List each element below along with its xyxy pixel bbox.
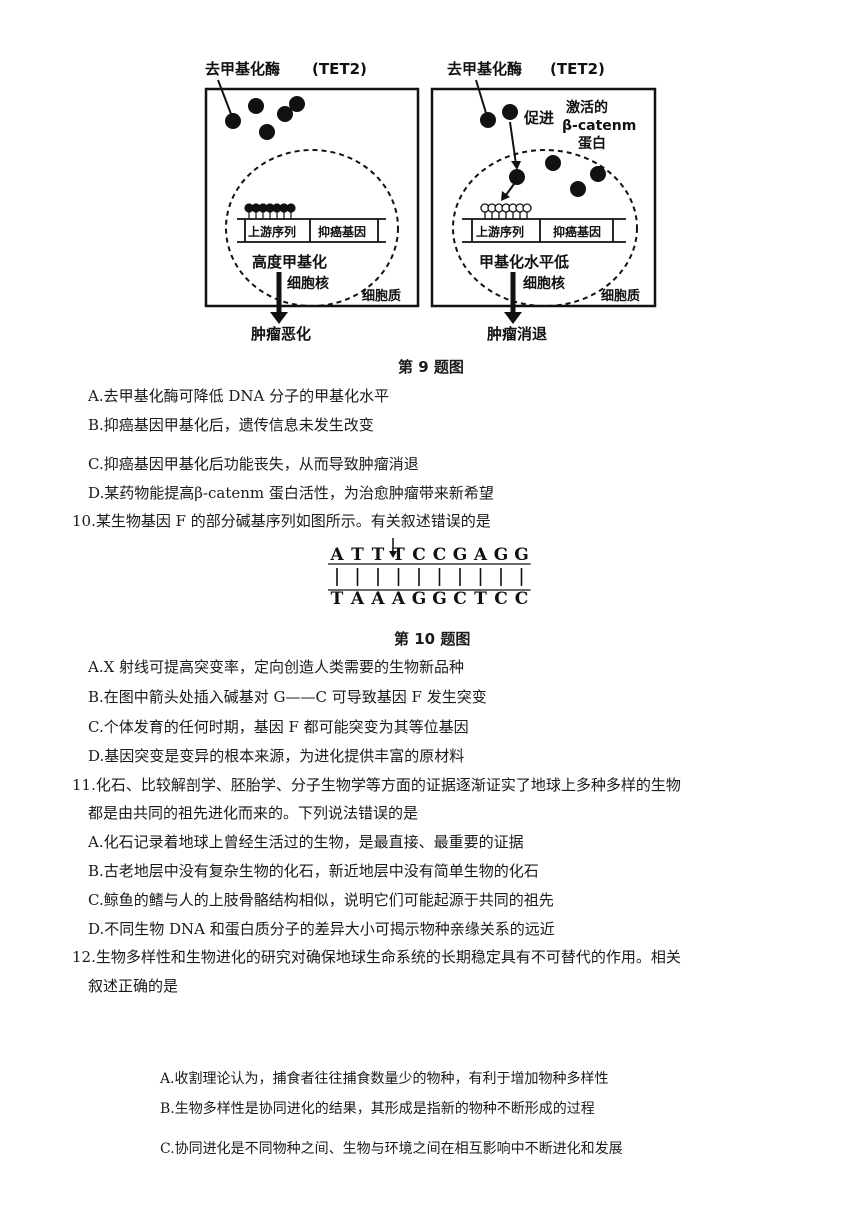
left-enzyme-pointer xyxy=(217,79,232,115)
top-base: T xyxy=(392,545,405,565)
q10-option-b: B.在图中箭头处插入碱基对 G——C 可导致基因 F 发生突变 xyxy=(88,688,487,706)
right-outcome-label: 肿瘤消退 xyxy=(487,325,547,343)
right-activated-line2: β-catenm xyxy=(562,118,636,134)
bottom-base: A xyxy=(370,589,385,609)
left-gene-label: 抑癌基因 xyxy=(318,224,366,239)
left-outcome-label: 肿瘤恶化 xyxy=(251,325,311,343)
figure-9-left-panel: 去甲基化酶 (TET2) 上游序列 抑癌基因 高度甲基化 细胞核 细胞质 xyxy=(204,60,420,343)
right-promote-label: 促进 xyxy=(523,109,554,127)
bottom-base: G xyxy=(412,589,427,609)
top-base: T xyxy=(351,545,364,565)
right-enzyme-pointer xyxy=(475,79,487,114)
left-enzyme-dot xyxy=(289,96,305,112)
q11-option-c: C.鲸鱼的鳍与人的上肢骨骼结构相似，说明它们可能起源于共同的祖先 xyxy=(88,891,554,909)
q12-option-b: B.生物多样性是协同进化的结果，其形成是指新的物种不断形成的过程 xyxy=(160,1101,595,1117)
left-status-label: 高度甲基化 xyxy=(252,253,327,271)
left-enzyme-dot xyxy=(259,124,275,140)
q11-option-b: B.古老地层中没有复杂生物的化石，新近地层中没有简单生物的化石 xyxy=(88,862,539,880)
q12-option-c: C.协同进化是不同物种之间、生物与环境之间在相互影响中不断进化和发展 xyxy=(160,1141,623,1157)
left-upstream-label: 上游序列 xyxy=(248,224,296,239)
bottom-base: C xyxy=(515,589,529,609)
left-methyl-groups xyxy=(244,203,296,219)
right-gene-label: 抑癌基因 xyxy=(553,224,601,239)
right-cytoplasm-label: 细胞质 xyxy=(601,288,640,304)
q11-stem-line2: 都是由共同的祖先进化而来的。下列说法错误的是 xyxy=(88,804,419,822)
bottom-base: A xyxy=(350,589,365,609)
q11-option-a: A.化石记录着地球上曾经生活过的生物，是最直接、最重要的证据 xyxy=(88,833,524,851)
figure-9-right-panel: 去甲基化酶 (TET2) 促进 激活的 β-catenm 蛋白 上游序列 抑癌基… xyxy=(430,60,657,343)
bottom-base: T xyxy=(331,589,344,609)
insertion-arrowhead xyxy=(389,551,397,558)
right-promote-arrow xyxy=(509,121,517,165)
top-base: C xyxy=(412,545,426,565)
q10-stem: 10.某生物基因 F 的部分碱基序列如图所示。有关叙述错误的是 xyxy=(72,512,491,530)
q12-stem-line2: 叙述正确的是 xyxy=(88,977,179,995)
left-nucleus-label: 细胞核 xyxy=(287,275,329,292)
right-status-label: 甲基化水平低 xyxy=(479,253,569,271)
left-outcome-arrowhead xyxy=(270,312,288,324)
right-enzyme-dot xyxy=(545,155,561,171)
q9-option-b: B.抑癌基因甲基化后，遗传信息未发生改变 xyxy=(88,416,374,434)
q12-option-a: A.收割理论认为，捕食者往往捕食数量少的物种，有利于增加物种多样性 xyxy=(160,1071,609,1087)
left-nucleus xyxy=(225,149,399,307)
left-enzyme-dot xyxy=(248,98,264,114)
q12-stem-line1: 12.生物多样性和生物进化的研究对确保地球生命系统的长期稳定具有不可替代的作用。… xyxy=(72,948,681,966)
right-enzyme-dot xyxy=(570,181,586,197)
right-bind-arrow xyxy=(505,183,515,196)
figure-10-caption: 第 10 题图 xyxy=(394,630,471,648)
right-nucleus xyxy=(452,149,638,307)
top-base: C xyxy=(433,545,447,565)
right-enzyme-dot xyxy=(502,104,518,120)
left-enzyme-dot xyxy=(225,113,241,129)
right-upstream-label: 上游序列 xyxy=(476,224,524,239)
bottom-base: G xyxy=(432,589,447,609)
q11-stem-line1: 11.化石、比较解剖学、胚胎学、分子生物学等方面的证据逐渐证实了地球上多种多样的… xyxy=(72,776,681,794)
bottom-base: C xyxy=(494,589,508,609)
top-base: T xyxy=(372,545,385,565)
q11-option-d: D.不同生物 DNA 和蛋白质分子的差异大小可揭示物种亲缘关系的远近 xyxy=(88,920,555,938)
right-nucleus-label: 细胞核 xyxy=(523,275,565,292)
base-pair-bonds xyxy=(336,568,523,586)
q10-option-d: D.基因突变是变异的根本来源，为进化提供丰富的原材料 xyxy=(88,747,465,765)
right-outcome-arrowhead xyxy=(504,312,522,324)
left-cytoplasm-label: 细胞质 xyxy=(362,288,401,304)
right-bind-arrowhead xyxy=(501,191,510,201)
figure-9-caption: 第 9 题图 xyxy=(398,358,464,376)
top-base: A xyxy=(329,545,344,565)
right-enzyme-dot xyxy=(509,169,525,185)
right-activated-line3: 蛋白 xyxy=(578,135,606,152)
top-base: A xyxy=(473,545,488,565)
right-enzyme-label: 去甲基化酶 xyxy=(447,60,522,78)
top-base: G xyxy=(453,545,468,565)
bottom-base: T xyxy=(474,589,487,609)
bottom-base: C xyxy=(453,589,467,609)
left-enzyme-label: 去甲基化酶 xyxy=(205,60,280,78)
right-enzyme-dot xyxy=(480,112,496,128)
q10-option-c: C.个体发育的任何时期，基因 F 都可能突变为其等位基因 xyxy=(88,718,469,736)
q9-option-c: C.抑癌基因甲基化后功能丧失，从而导致肿瘤消退 xyxy=(88,455,419,473)
left-enzyme-dot xyxy=(277,106,293,122)
top-base: G xyxy=(494,545,509,565)
right-promote-arrowhead xyxy=(511,161,521,170)
top-base: G xyxy=(514,545,529,565)
right-enzyme-abbr: (TET2) xyxy=(550,60,605,78)
bottom-base: A xyxy=(391,589,406,609)
right-activated-line1: 激活的 xyxy=(566,99,608,116)
right-methyl-groups xyxy=(480,203,532,219)
q10-option-a: A.X 射线可提高突变率，定向创造人类需要的生物新品种 xyxy=(88,658,465,676)
left-enzyme-abbr: (TET2) xyxy=(312,60,367,78)
figure-9: 去甲基化酶 (TET2) 上游序列 抑癌基因 高度甲基化 细胞核 细胞质 xyxy=(204,60,657,343)
q9-option-d: D.某药物能提高β-catenm 蛋白活性，为治愈肿瘤带来新希望 xyxy=(88,484,494,502)
right-enzyme-dot xyxy=(590,166,606,182)
q9-option-a: A.去甲基化酶可降低 DNA 分子的甲基化水平 xyxy=(88,387,390,405)
